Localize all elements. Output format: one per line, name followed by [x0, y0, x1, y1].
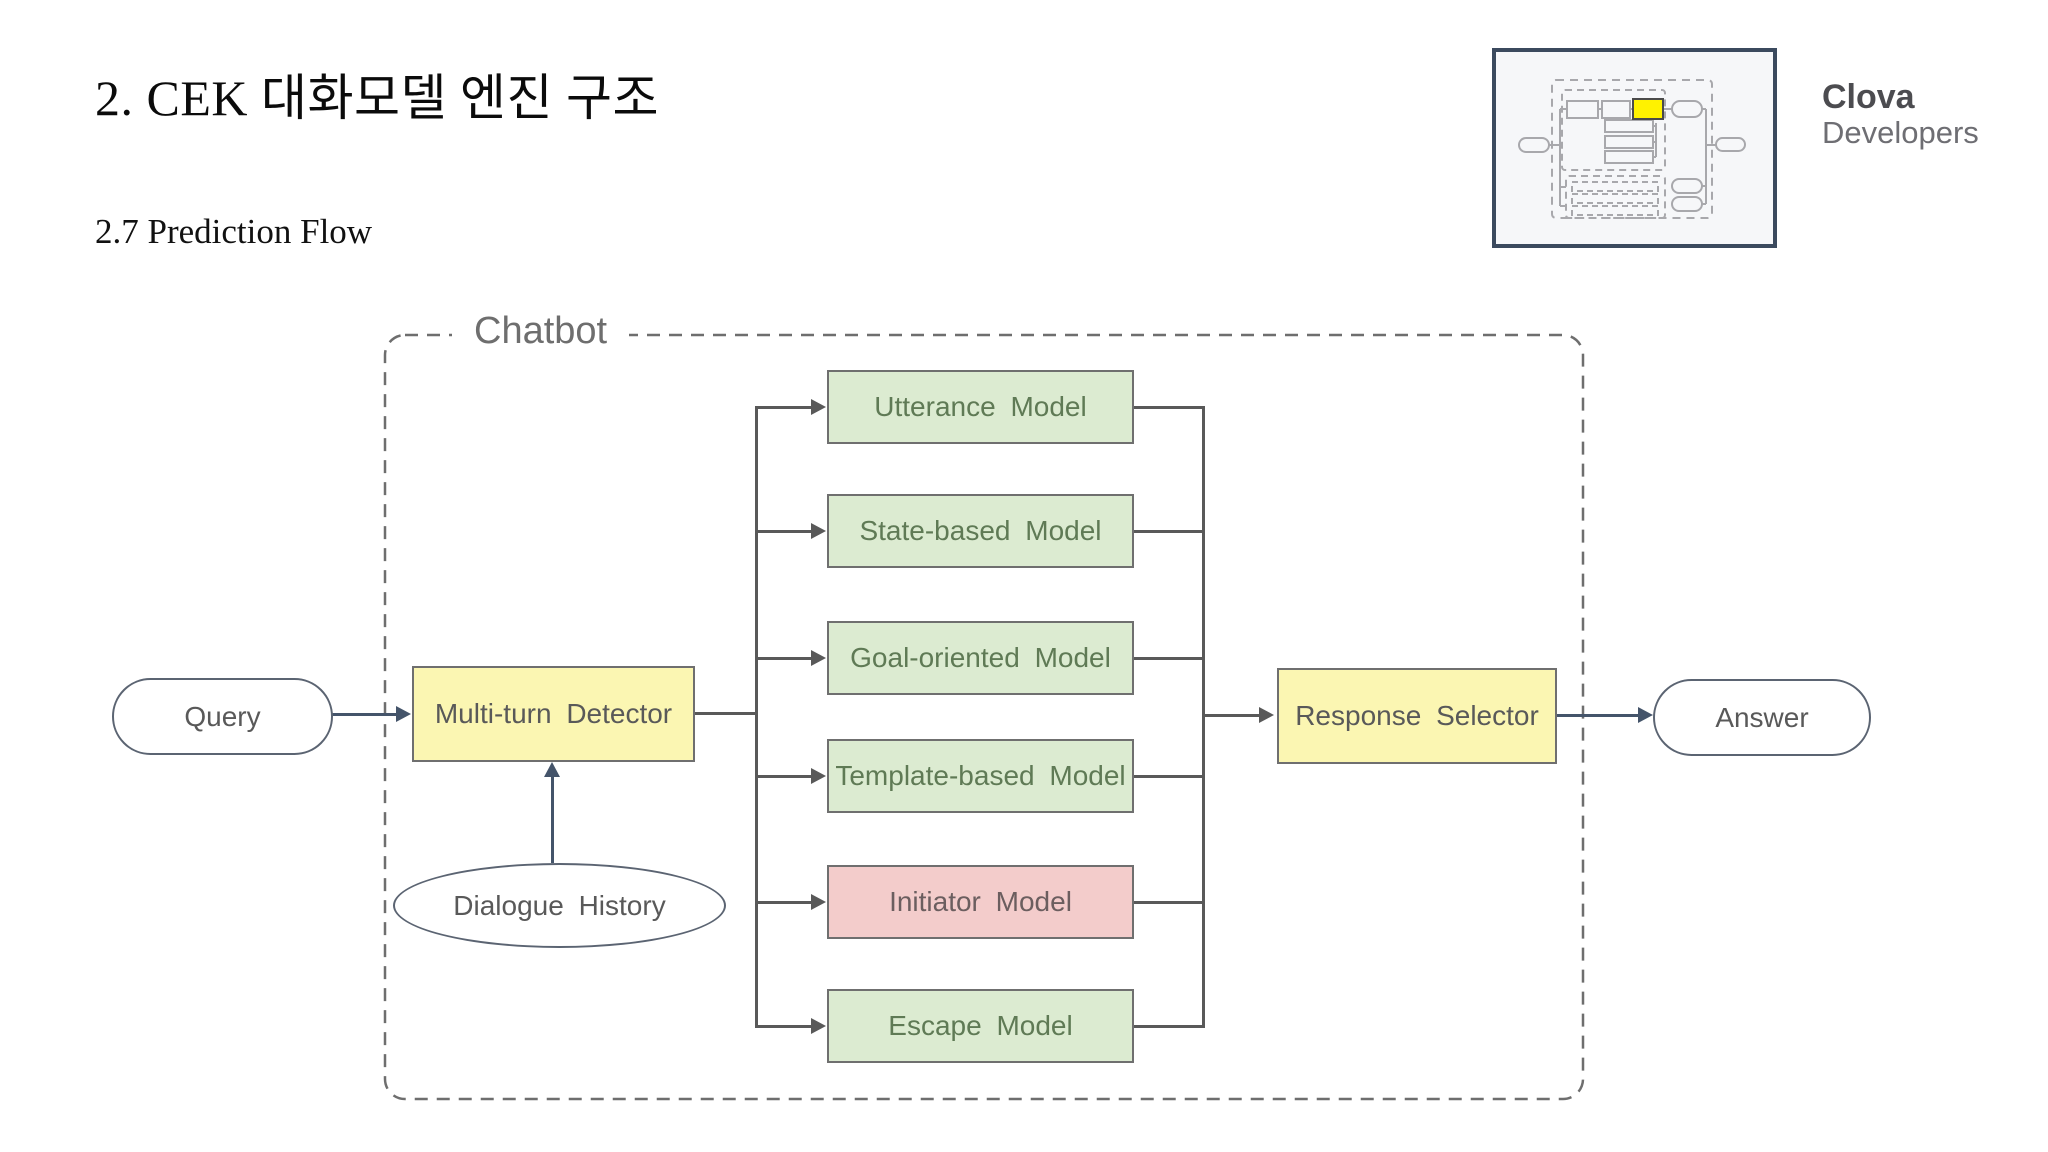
slide-minimap [1492, 48, 1777, 248]
branch-line [756, 657, 813, 660]
arrow-selector-to-answer [1556, 714, 1640, 717]
answer-label: Answer [1715, 701, 1809, 733]
query-node: Query [112, 678, 333, 755]
merge-line [1134, 406, 1204, 409]
minimap-right-pill [1671, 100, 1703, 118]
multi-turn-detector-node: Multi-turn Detector [412, 666, 695, 762]
right-branch-trunk [1202, 406, 1205, 1028]
branch-line [756, 901, 813, 904]
query-label: Query [184, 700, 261, 732]
merge-line [1134, 530, 1204, 533]
arrow-query-to-detector [332, 713, 398, 716]
state-based-model-label: State-based Model [859, 515, 1102, 546]
brand-subtitle: Developers [1822, 115, 1979, 151]
branch-arrowhead [811, 1018, 826, 1034]
page-subtitle: 2.7 Prediction Flow [95, 212, 373, 251]
dialogue-history-node: Dialogue History [393, 863, 726, 948]
minimap-bar [1604, 150, 1654, 164]
minimap-graphic [1518, 79, 1746, 219]
goal-oriented-model-label: Goal-oriented Model [850, 642, 1111, 673]
line-detector-to-trunk [695, 712, 757, 715]
arrowhead-query-to-detector [396, 706, 411, 722]
merge-line [1134, 1025, 1204, 1028]
utterance-model-label: Utterance Model [874, 391, 1087, 422]
escape-model-node: Escape Model [827, 989, 1134, 1063]
minimap-bar [1604, 119, 1654, 133]
minimap-inner-dashed-box [1561, 89, 1666, 171]
minimap-output-pill [1715, 137, 1746, 152]
arrow-history-to-detector [551, 775, 554, 863]
branch-line [756, 1025, 813, 1028]
minimap-lower-dashed-box [1565, 175, 1666, 219]
escape-model-label: Escape Model [888, 1010, 1073, 1041]
merge-line [1134, 775, 1204, 778]
minimap-box [1566, 100, 1599, 119]
branch-line [756, 775, 813, 778]
line-trunk-to-selector [1203, 714, 1261, 717]
minimap-left-pill [1518, 137, 1550, 153]
initiator-model-node: Initiator Model [827, 865, 1134, 939]
minimap-dashed-row [1571, 181, 1659, 192]
merge-line [1134, 657, 1204, 660]
response-selector-label: Response Selector [1295, 700, 1539, 731]
minimap-dashed-row [1571, 205, 1659, 216]
minimap-connectors [1549, 108, 1716, 207]
branch-line [756, 406, 813, 409]
brand-lockup: Clova Developers [1822, 78, 1979, 151]
page-title: 2. CEK 대화모델 엔진 구조 [95, 70, 659, 126]
branch-arrowhead [811, 768, 826, 784]
minimap-bar [1604, 135, 1654, 149]
state-based-model-node: State-based Model [827, 494, 1134, 568]
branch-arrowhead [811, 894, 826, 910]
template-based-model-node: Template-based Model [827, 739, 1134, 813]
chatbot-container-border [383, 333, 1585, 1101]
minimap-bottom-pill [1671, 196, 1703, 212]
minimap-box [1601, 100, 1631, 119]
arrowhead-trunk-to-selector [1259, 707, 1274, 723]
goal-oriented-model-node: Goal-oriented Model [827, 621, 1134, 695]
branch-arrowhead [811, 650, 826, 666]
template-based-model-label: Template-based Model [835, 760, 1126, 791]
initiator-model-label: Initiator Model [889, 886, 1072, 917]
chatbot-container [383, 333, 1585, 1101]
arrowhead-history-to-detector [544, 762, 560, 777]
brand-name: Clova [1822, 78, 1915, 116]
branch-arrowhead [811, 523, 826, 539]
chatbot-container-label: Chatbot [452, 310, 630, 353]
multi-turn-detector-label: Multi-turn Detector [434, 698, 673, 729]
arrowhead-selector-to-answer [1638, 707, 1653, 723]
answer-node: Answer [1653, 679, 1871, 756]
branch-line [756, 530, 813, 533]
dialogue-history-label: Dialogue History [453, 889, 666, 921]
merge-line [1134, 901, 1204, 904]
minimap-dashed-row [1571, 193, 1659, 204]
branch-arrowhead [811, 399, 826, 415]
minimap-bottom-pill [1671, 178, 1703, 194]
minimap-highlight-box [1632, 98, 1664, 120]
utterance-model-node: Utterance Model [827, 370, 1134, 444]
left-branch-trunk [755, 406, 758, 1028]
response-selector-node: Response Selector [1277, 668, 1557, 764]
